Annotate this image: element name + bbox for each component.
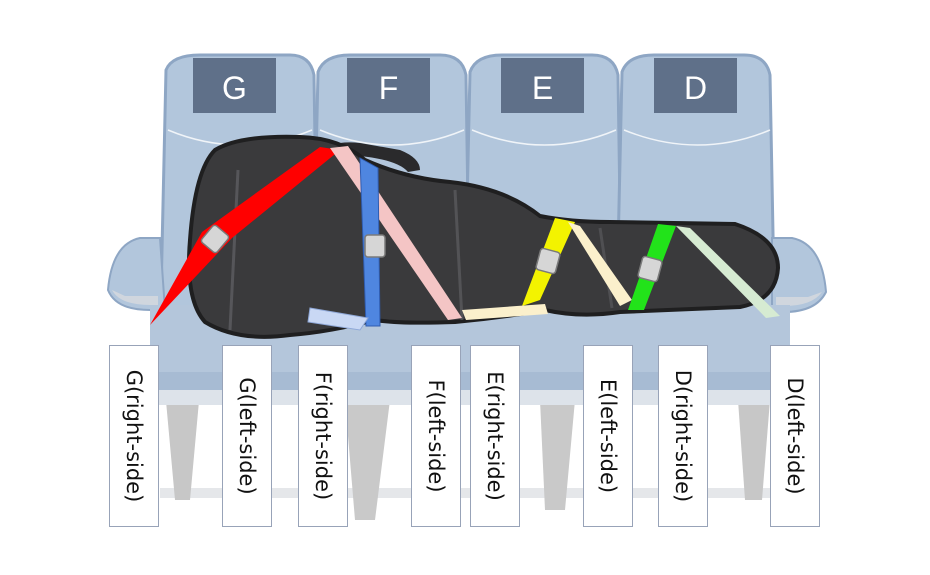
- strap-g: [150, 147, 340, 325]
- strap-label-text: E(left-side): [596, 378, 620, 494]
- armrests: [106, 237, 828, 313]
- seat-letter-e: E: [532, 70, 553, 106]
- strap-e-tail: [568, 222, 632, 306]
- headrest-g: G: [193, 58, 276, 113]
- strap-label-text: D(left-side): [783, 377, 807, 495]
- strap-f-buckle: [364, 234, 386, 258]
- strap-label-g-right: G(right-side): [109, 345, 159, 527]
- armrest-left: [106, 237, 167, 311]
- strap-label-text: E(right-side): [483, 371, 507, 501]
- strap-label-e-right: E(right-side): [470, 345, 520, 527]
- seat-letter-f: F: [379, 70, 399, 106]
- strap-label-text: D(right-side): [671, 369, 695, 503]
- headrest-f: F: [347, 58, 430, 113]
- strap-label-text: G(left-side): [235, 377, 259, 495]
- strap-label-f-left: F(left-side): [411, 345, 461, 527]
- strap-label-text: F(left-side): [424, 379, 448, 493]
- strap-e-buckle: [535, 247, 561, 275]
- armrest-right: [771, 237, 828, 313]
- strap-f-base: [307, 307, 369, 331]
- strap-g-buckle: [200, 224, 230, 254]
- strap-label-f-right: F(right-side): [298, 345, 348, 527]
- seat-letter-d: D: [684, 70, 707, 106]
- strap-d-buckle: [637, 255, 663, 283]
- strap-label-d-right: D(right-side): [658, 345, 708, 527]
- strap-label-text: F(right-side): [311, 371, 335, 501]
- seat-letter-g: G: [222, 70, 247, 106]
- headrest-d: D: [654, 58, 737, 113]
- strap-e-base: [462, 304, 548, 320]
- strap-label-d-left: D(left-side): [770, 345, 820, 527]
- strap-d-tail: [676, 226, 780, 318]
- headrest-plates: G F E D: [193, 58, 737, 113]
- headrest-e: E: [501, 58, 584, 113]
- straps: [150, 146, 780, 331]
- strap-label-g-left: G(left-side): [222, 345, 272, 527]
- strap-label-e-left: E(left-side): [583, 345, 633, 527]
- strap-label-text: G(right-side): [122, 369, 146, 503]
